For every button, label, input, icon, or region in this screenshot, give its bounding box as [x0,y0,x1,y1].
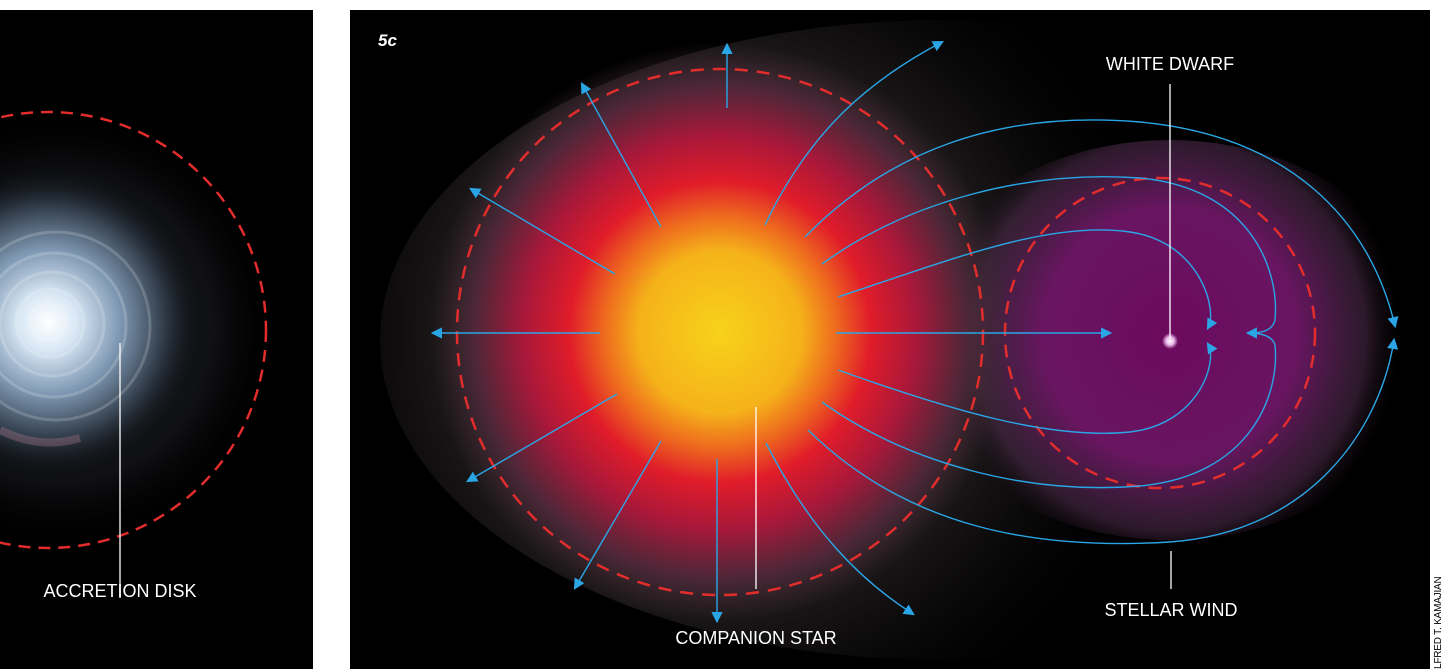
accretion-disk-panel: ACCRETION DISK [0,10,313,669]
streamline-inner-upper [837,229,1218,330]
roche-lobe-companion [455,67,985,597]
panel-label: 5c [378,31,397,50]
disk-spiral-rings [0,230,152,422]
streamline-middle-lower [821,332,1277,489]
companion-star [430,42,1010,622]
roche-lobe-left [0,110,268,550]
white-dwarf-label: WHITE DWARF [1106,54,1234,74]
accretion-disk [0,162,208,482]
wind-arrow-left-down [466,393,618,483]
streamline-outer-upper [804,119,1399,329]
stellar-wind-streamlines [804,119,1399,545]
wind-arrow-left-up [469,187,616,275]
accretion-disk-illustration: ACCRETION DISK [0,108,280,601]
streamline-inner-lower [837,342,1218,434]
wind-arrow-down-left [573,440,662,590]
wind-arrow-up-left [580,82,662,228]
white-dwarf [1162,333,1178,349]
radial-wind-arrows [430,40,1113,624]
wind-arrow-down-right [765,442,915,616]
companion-star-label: COMPANION STAR [675,628,836,648]
disk-pink-band [0,426,82,447]
streamline-middle-upper [821,176,1277,339]
wind-arrow-up-right [764,40,944,226]
binary-system-illustration: 5c WHITE DWARF COMPANION STAR STELLAR WI… [378,20,1430,660]
accretion-disk-label: ACCRETION DISK [43,581,196,601]
streamline-outer-lower [807,337,1399,545]
illustration-credit: LFRED T. KAMAJIAN [1433,576,1444,669]
stellar-wind-label: STELLAR WIND [1104,600,1237,620]
binary-system-panel: 5c WHITE DWARF COMPANION STAR STELLAR WI… [350,10,1430,669]
